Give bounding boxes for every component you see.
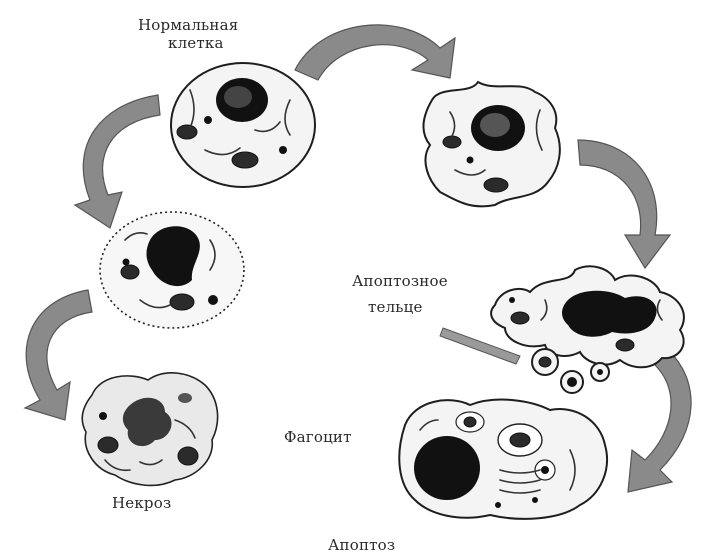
shrunken-cell	[424, 82, 560, 206]
apoptotic-cell	[491, 266, 684, 367]
arrow-normal-to-swollen	[75, 95, 160, 228]
label-apoptotic-body-line1: Апоптозное	[352, 272, 448, 290]
label-apoptosis: Апоптоз	[328, 536, 395, 554]
label-normal-cell-line2: клетка	[168, 34, 224, 52]
arrow-apoptotic-to-phagocyte	[628, 350, 691, 492]
arrow-normal-to-shrunk	[295, 25, 455, 80]
phagocyte-cell	[399, 400, 607, 519]
necrotic-cell	[82, 373, 217, 486]
label-normal-cell-line1: Нормальная	[138, 16, 238, 34]
swollen-cell	[100, 212, 244, 328]
label-necrosis: Некроз	[112, 494, 171, 512]
label-phagocyte: Фагоцит	[284, 428, 352, 446]
normal-cell	[171, 63, 315, 187]
arrow-swollen-to-necrosis	[25, 290, 92, 420]
arrow-shrunk-to-apoptotic	[578, 140, 670, 268]
label-apoptotic-body-line2: тельце	[368, 298, 423, 316]
